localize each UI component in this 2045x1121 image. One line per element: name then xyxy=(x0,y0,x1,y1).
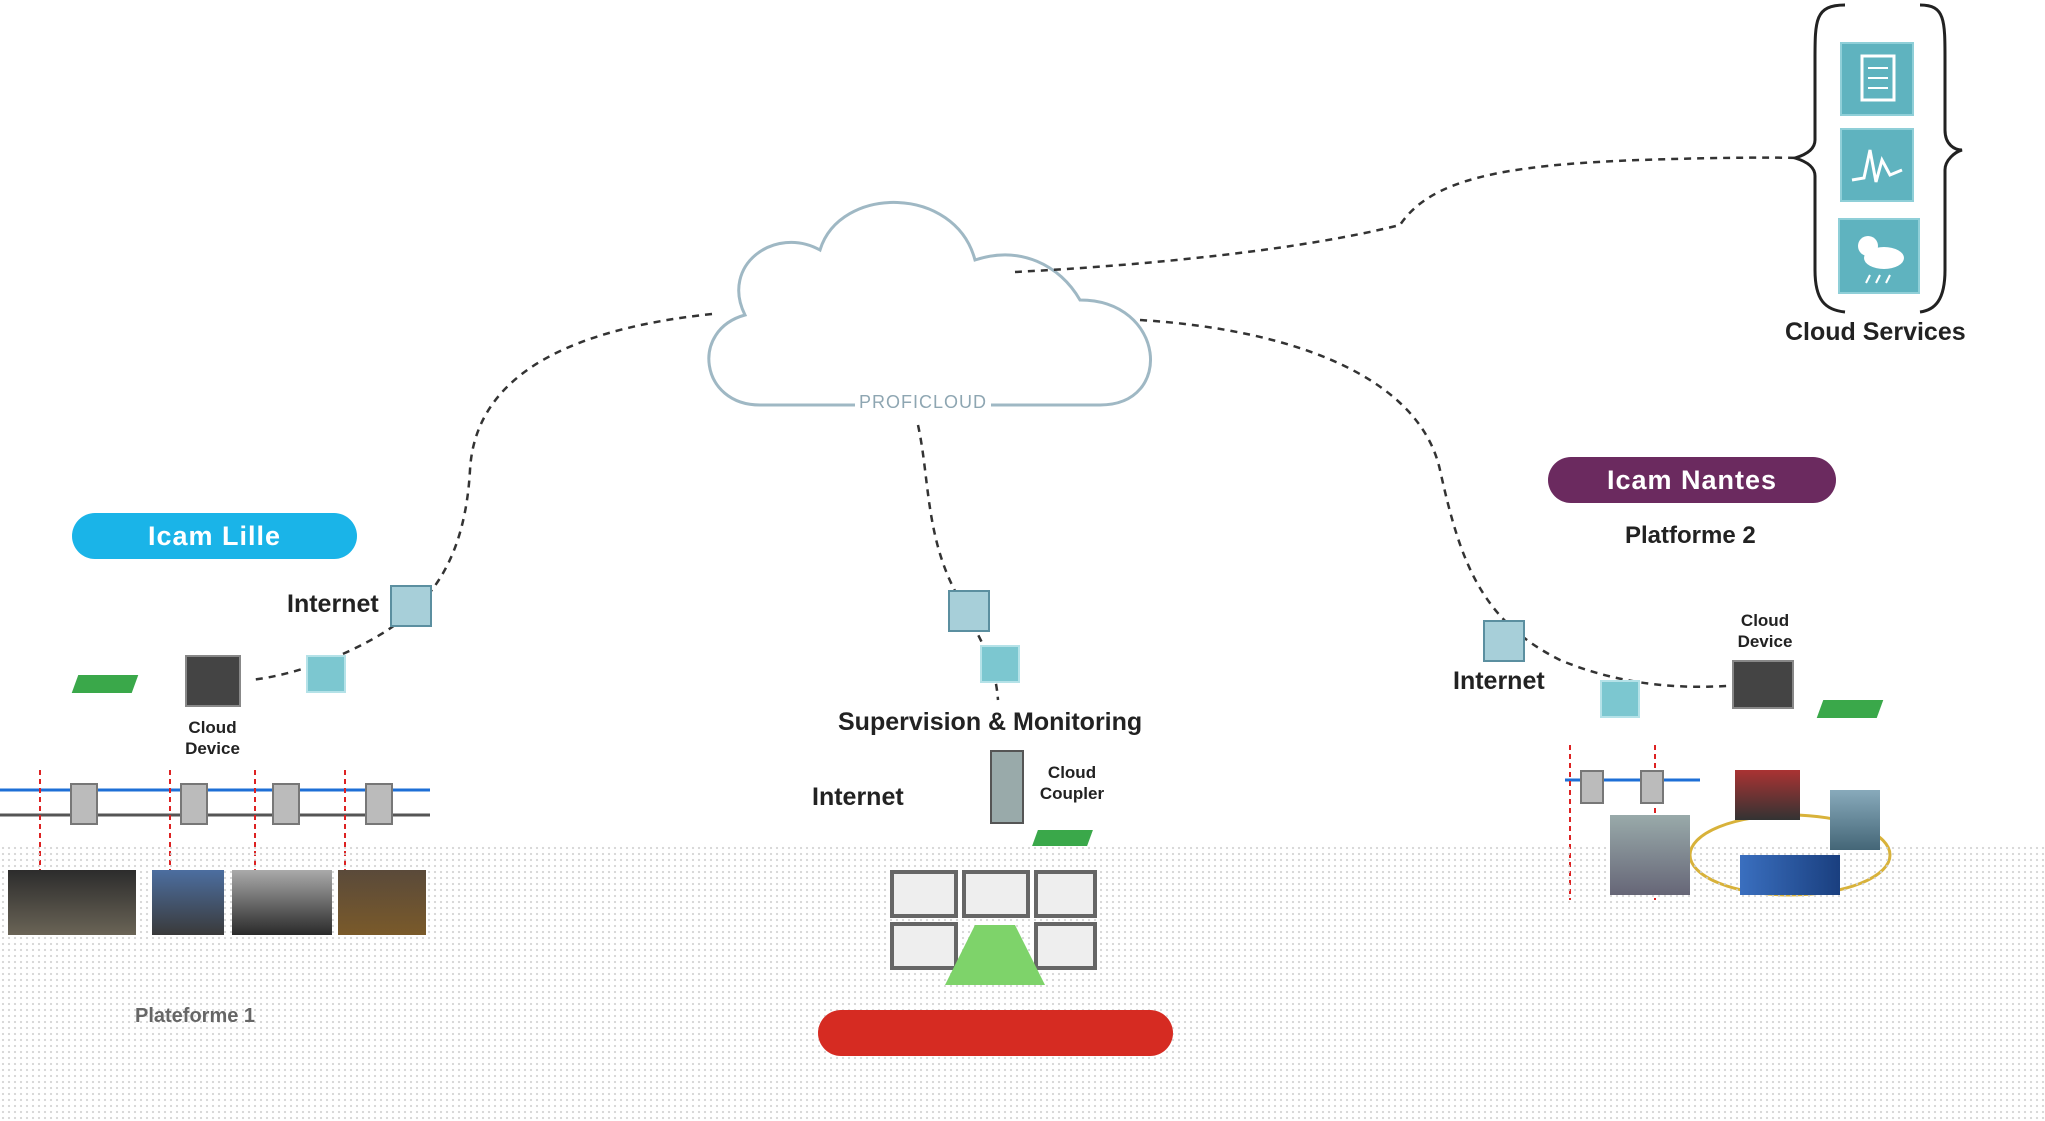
link-lille-cloud xyxy=(249,312,713,682)
cloud-label: PROFICLOUD xyxy=(855,392,992,413)
nantes-device-label: Cloud Device xyxy=(1725,610,1805,652)
lille-device-icon xyxy=(185,655,241,707)
cloud-services-label: Cloud Services xyxy=(1785,318,1966,346)
center-phoenix-logo xyxy=(1032,830,1093,846)
lille-phoenix-logo xyxy=(71,675,139,693)
nantes-panel xyxy=(1735,770,1800,820)
cloud-coupler-icon xyxy=(990,750,1024,824)
proficloud-shape xyxy=(707,200,1152,407)
lille-device-label-line2: Device xyxy=(185,739,240,758)
icam-lille-badge: Icam Lille xyxy=(72,513,357,559)
services-brace-right xyxy=(1919,3,1963,314)
center-globe-icon xyxy=(948,590,990,632)
nantes-globe-icon xyxy=(1483,620,1525,662)
weather-icon xyxy=(1838,218,1920,294)
document-icon xyxy=(1840,42,1914,116)
center-internet-label: Internet xyxy=(812,783,904,811)
nantes-unit xyxy=(1830,790,1880,850)
nantes-internet-label: Internet xyxy=(1453,667,1545,695)
services-brace-left xyxy=(1789,3,1846,314)
center-coupler-label: Cloud Coupler xyxy=(1032,762,1112,804)
lille-photo-4 xyxy=(338,870,426,935)
lille-node-3 xyxy=(272,783,300,825)
nantes-node-2 xyxy=(1640,770,1664,804)
center-lock-icon xyxy=(980,645,1020,683)
lille-node-1 xyxy=(70,783,98,825)
lille-device-label-line1: Cloud xyxy=(188,718,237,737)
nantes-device-label-line2: Device xyxy=(1737,632,1793,651)
coupler-label-line1: Cloud xyxy=(1047,763,1097,782)
lille-lock-icon xyxy=(306,655,346,693)
lille-node-4 xyxy=(365,783,393,825)
nantes-lock-icon xyxy=(1600,680,1640,718)
nantes-device-label-line1: Cloud xyxy=(1740,611,1790,630)
coupler-label-line2: Coupler xyxy=(1039,784,1105,803)
lille-platform-label: Plateforme 1 xyxy=(135,1005,256,1027)
nantes-phoenix-logo xyxy=(1816,700,1884,718)
supervision-title: Supervision & Monitoring xyxy=(838,708,1143,736)
lille-device-label: Cloud Device xyxy=(175,717,250,759)
nantes-platform-label: Platforme 2 xyxy=(1625,522,1756,549)
center-action-button[interactable] xyxy=(818,1010,1173,1056)
chart-icon xyxy=(1840,128,1914,202)
icam-nantes-badge: Icam Nantes xyxy=(1548,457,1836,503)
link-nantes-cloud xyxy=(1139,318,1741,688)
nantes-node-1 xyxy=(1580,770,1604,804)
nantes-machine xyxy=(1610,815,1690,895)
nantes-tanks xyxy=(1740,855,1840,895)
lille-photo-1 xyxy=(8,870,136,935)
lille-photo-3 xyxy=(232,870,332,935)
lille-internet-label: Internet xyxy=(287,590,379,618)
lille-globe-icon xyxy=(390,585,432,627)
lille-node-2 xyxy=(180,783,208,825)
link-services-cloud xyxy=(1014,156,1801,274)
monitoring-screens xyxy=(890,870,1097,990)
lille-photo-2 xyxy=(152,870,224,935)
nantes-device-icon xyxy=(1732,660,1794,709)
